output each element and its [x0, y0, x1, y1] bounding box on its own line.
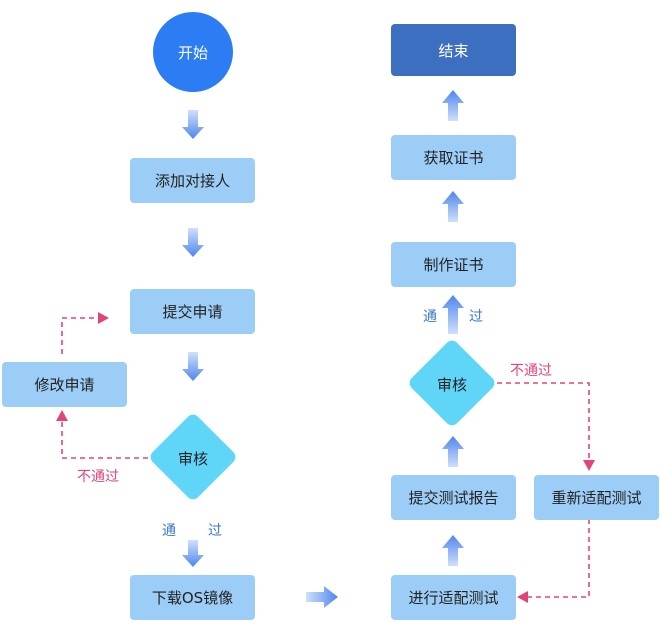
- reject-arrowhead-up: [56, 410, 68, 421]
- arrow-down-review-to-download: [182, 540, 204, 567]
- pass-label-right-2: 过: [469, 309, 483, 325]
- reject-arrowhead-right: [98, 312, 109, 324]
- fail-label-left: 不通过: [77, 469, 119, 485]
- submit-report-node: 提交测试报告: [391, 475, 516, 520]
- arrow-down-submit-to-review: [182, 352, 204, 381]
- modify-apply-node: 修改申请: [2, 362, 127, 407]
- arrow-up-review-to-make: [442, 295, 464, 334]
- arrow-up-adapt-to-report: [442, 535, 464, 566]
- reject-line-readapt-to-adapt: [527, 519, 590, 598]
- reject-line-right-review-to-readapt: [497, 382, 590, 462]
- pass-label-right-1: 通: [423, 309, 437, 325]
- get-cert-node: 获取证书: [391, 135, 516, 180]
- arrow-right-download-to-adapt: [306, 586, 338, 608]
- arrow-down-start-to-add: [182, 110, 204, 139]
- reject-arrowhead-down: [583, 460, 595, 471]
- review-left-label: 审核: [177, 450, 208, 468]
- download-os-node: 下载OS镜像: [130, 575, 255, 620]
- pass-label-left-1: 通: [162, 523, 176, 539]
- start-node: 开始: [153, 12, 233, 92]
- arrow-up-report-to-review: [442, 436, 464, 467]
- end-node: 结束: [391, 24, 516, 76]
- arrow-down-add-to-submit: [182, 228, 204, 257]
- arrow-up-make-to-get: [442, 191, 464, 222]
- pass-label-left-2: 过: [208, 523, 222, 539]
- fail-label-right: 不通过: [510, 363, 552, 379]
- reject-arrowhead-left: [517, 591, 528, 603]
- reject-line-left-review-to-modify: [61, 420, 148, 459]
- adapt-test-node: 进行适配测试: [391, 575, 516, 620]
- reject-line-modify-to-submit: [61, 317, 100, 354]
- review-right-label: 审核: [436, 376, 467, 394]
- add-contact-node: 添加对接人: [130, 158, 255, 203]
- arrow-up-get-to-end: [442, 90, 464, 121]
- make-cert-node: 制作证书: [391, 242, 516, 287]
- submit-apply-node: 提交申请: [130, 289, 255, 334]
- readapt-test-node: 重新适配测试: [534, 475, 659, 520]
